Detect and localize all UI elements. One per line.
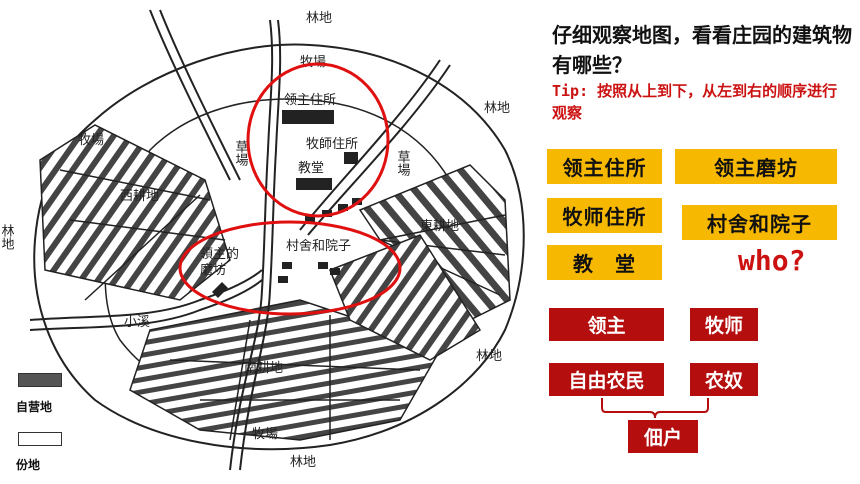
cottage-5 [278,276,288,283]
label-forest-right: 林地 [484,101,510,116]
question-text: 仔细观察地图，看看庄园的建筑物有哪些？ [552,23,852,77]
label-lord-mill-1: 領主的 [200,246,239,262]
label-village: 村舍和院子 [286,239,351,254]
label-forest-lower-right: 林地 [476,349,502,364]
cottage-2 [338,204,348,211]
southeast-field-strips [329,234,482,361]
label-lord-mill-2: 磨坊 [200,263,226,278]
legend-demesne-label: 自营地 [16,400,53,414]
manor-map: 林地 牧場 领主住所 草場 草場 牧師住所 教堂 林地 西耕地 牧場 林地 東耕… [0,9,525,471]
legend-tenancy-swatch [18,432,62,446]
north-west-road [149,9,231,181]
label-south-field: 南耕地 [244,360,283,376]
main-road-2 [239,19,282,471]
who-text: who? [738,244,806,277]
building-lord-house: 领主住所 [547,149,662,184]
highlight-circle-manor-house [246,62,390,218]
south-field-lines [169,315,421,441]
lord-house-block [282,110,334,124]
person-lord: 领主 [549,308,664,341]
cottage-1 [322,210,332,217]
legend-tenancy-label: 份地 [16,458,41,472]
north-east-road [299,59,441,231]
label-pasture-top: 牧場 [300,55,326,70]
north-west-road-2 [159,9,241,181]
tenant-bracket [601,398,709,419]
label-priest-house: 牧師住所 [306,137,358,152]
person-priest: 牧师 [690,308,758,341]
mill-icon [212,282,228,298]
label-east-field: 東耕地 [420,218,459,234]
cottage-6 [318,262,328,269]
cottage-8 [305,216,315,223]
label-pasture-right: 草場 [395,150,411,176]
building-church: 教 堂 [547,245,662,280]
building-cottages: 村舍和院子 [682,205,837,240]
building-priest-house: 牧师住所 [547,198,662,233]
highlight-circle-village [178,220,402,316]
label-forest-top: 林地 [306,11,332,26]
cottage-7 [330,268,340,275]
person-tenant: 佃户 [628,420,698,453]
stream [29,269,263,321]
label-lord-house: 领主住所 [284,93,336,108]
stream-2 [29,279,263,331]
label-pasture-left: 草場 [233,140,249,166]
legend-demesne-swatch [18,373,62,387]
label-pasture-west: 牧場 [78,133,104,148]
tip-text: Tip: 按照从上到下，从左到右的顺序进行观察 [552,82,838,122]
building-lord-mill: 领主磨坊 [675,149,837,184]
west-field-lines [59,169,226,301]
church-block [296,178,332,190]
label-forest-left: 林地 [0,224,14,250]
priest-house-block [344,152,358,164]
label-stream: 小溪 [124,315,150,330]
label-west-field: 西耕地 [120,188,159,204]
person-serf: 农奴 [690,363,758,396]
label-church: 教堂 [298,160,324,176]
person-free-peasant: 自由农民 [549,363,664,396]
cottage-4 [282,262,292,269]
label-forest-bottom: 林地 [290,455,316,470]
south-field-strips [129,299,442,441]
label-pasture-bottom: 牧場 [252,427,278,442]
